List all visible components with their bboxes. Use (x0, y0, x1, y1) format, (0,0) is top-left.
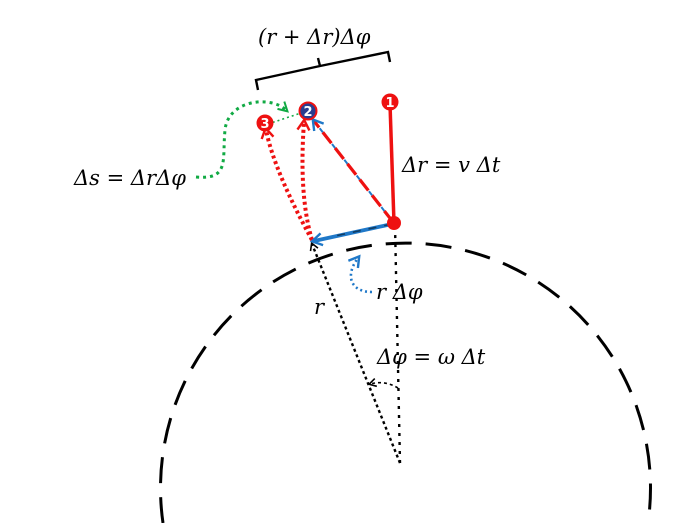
radius-label: r (314, 295, 326, 319)
delta-s-dotted-link (267, 111, 305, 125)
r-delta-phi-pointer (351, 258, 373, 294)
resultant-dashed-red (312, 120, 395, 223)
point-1-marker: 1 (381, 93, 399, 111)
point-3-marker: 3 (256, 114, 274, 132)
r-delta-phi-label: r Δφ (376, 280, 423, 304)
orbit-circle (159, 241, 652, 523)
point-2-marker: 2 (298, 101, 318, 121)
delta-r-vector (388, 103, 396, 224)
delta-phi-label: Δφ = ω Δt (376, 345, 486, 369)
origin-point (387, 216, 401, 230)
radius-line-vertical (393, 224, 402, 464)
arc-bracket-label: (r + Δr)Δφ (258, 25, 371, 49)
point-1-label: 1 (385, 96, 394, 111)
delta-s-label: Δs = ΔrΔφ (73, 166, 186, 190)
tangential-vector-dash (329, 223, 393, 238)
delta-s-pointer (195, 100, 286, 179)
delta-r-label: Δr = v Δt (401, 153, 501, 177)
arc-bracket (254, 50, 392, 91)
point-2-label: 2 (303, 105, 312, 120)
curve-to-point-3 (266, 130, 314, 241)
curve-to-point-2 (302, 122, 314, 241)
point-3-label: 3 (260, 117, 269, 132)
angle-arc (367, 378, 399, 389)
